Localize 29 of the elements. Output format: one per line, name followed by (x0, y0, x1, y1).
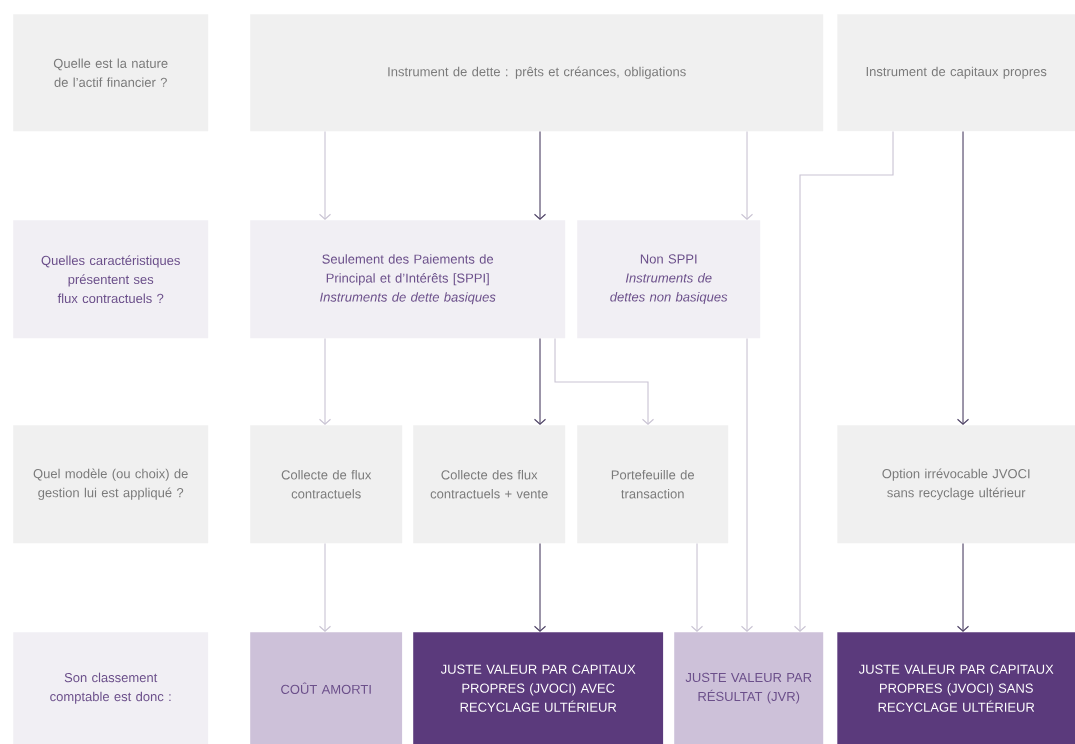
arrow (533, 337, 547, 425)
category-box: Instrument de dette : prêts et créances, obligations (250, 14, 824, 132)
category-box: Instrument de capitaux propres (837, 14, 1075, 132)
arrow (956, 542, 970, 632)
arrow (533, 542, 547, 632)
model-box: Collecte de flux contractuels (250, 425, 403, 544)
classification-box: JUSTE VALEUR PAR CAPITAUX PROPRES (JVOCI) SANS RECYCLAGE ULTÉRIEUR (837, 632, 1075, 744)
arrow (690, 542, 704, 632)
category-box: Seulement des Paiements de Principal et d’Intérêts [SPPI] Instruments de dette basiques (250, 220, 566, 339)
arrow (793, 130, 894, 632)
question-box: Quelle est la nature de l’actif financier ? (13, 14, 209, 132)
question-box: Quelles caractéristiques présentent ses flux contractuels ? (13, 220, 209, 339)
model-box: Collecte des flux contractuels + vente (413, 425, 566, 544)
arrow (318, 130, 332, 220)
arrow (318, 337, 332, 425)
category-box: Non SPPI Instruments de dettes non basiques (577, 220, 761, 339)
question-box: Son classement comptable est donc : (13, 632, 209, 744)
classification-box: COÛT AMORTI (250, 632, 403, 744)
arrow (740, 130, 754, 220)
model-box: Option irrévocable JVOCI sans recyclage ultérieur (837, 425, 1075, 544)
arrow (956, 130, 970, 425)
model-box: Portefeuille de transaction (577, 425, 729, 544)
arrow (533, 130, 547, 220)
arrow (318, 542, 332, 632)
question-box: Quel modèle (ou choix) de gestion lui est appliqué ? (13, 425, 209, 544)
arrow (554, 337, 655, 425)
classification-box: JUSTE VALEUR PAR RÉSULTAT (JVR) (674, 632, 824, 744)
arrow (740, 337, 754, 632)
classification-box: JUSTE VALEUR PAR CAPITAUX PROPRES (JVOCI) AVEC RECYCLAGE ULTÉRIEUR (413, 632, 664, 744)
